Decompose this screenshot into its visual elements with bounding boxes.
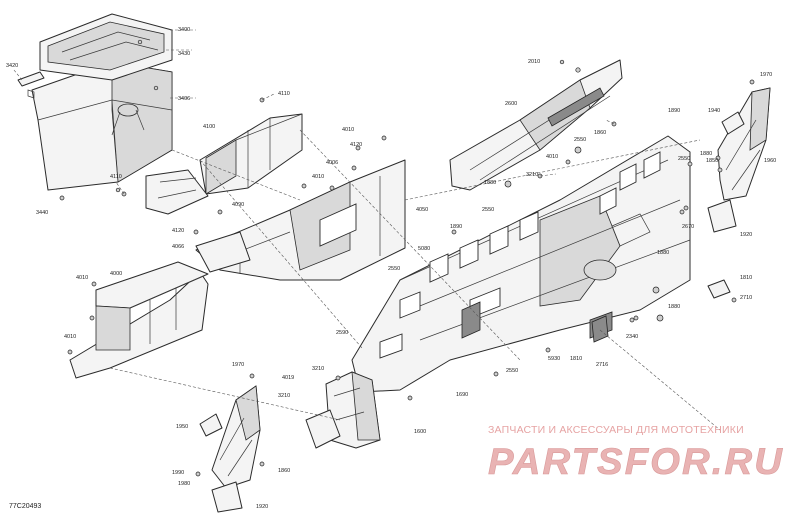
callout-1960-right: 1960 (764, 158, 776, 164)
callout-2550-c: 2550 (678, 156, 690, 162)
callout-3210-b: 3210 (312, 366, 324, 372)
callout-labels: 3400 3430 3420 3406 3440 4110 4100 4110 … (6, 27, 776, 510)
watermark-tagline: ЗАПЧАСТИ И АКСЕССУАРЫ ДЛЯ МОТОТЕХНИКИ (488, 424, 744, 436)
callout-1990: 1990 (172, 470, 184, 476)
callout-3420: 3420 (6, 63, 18, 69)
callout-1950: 1950 (176, 424, 188, 430)
callout-1920-left: 1920 (256, 504, 268, 510)
callout-2010: 2010 (528, 59, 540, 65)
callout-4019: 4019 (282, 375, 294, 381)
diagram-code: 77C20493 (9, 503, 42, 510)
callout-4006: 4006 (326, 160, 338, 166)
storage-box-assembly (17, 13, 173, 201)
partsfor-logo: PARTSFOR.RU (488, 441, 784, 482)
callout-4010-e: 4010 (546, 154, 558, 160)
lower-left-side-panel (195, 373, 265, 513)
right-side-panel (591, 79, 771, 343)
callout-1600: 1600 (414, 429, 426, 435)
callout-1890-mid: 1890 (450, 224, 462, 230)
callout-1880-b: 1880 (700, 151, 712, 157)
callout-1880-c: 1880 (657, 250, 669, 256)
callout-4090: 4090 (232, 202, 244, 208)
callout-2550-e: 2550 (506, 368, 518, 374)
callout-4010-c: 4010 (342, 127, 354, 133)
callout-1690: 1690 (456, 392, 468, 398)
partsfor-watermark: ЗАПЧАСТИ И АКСЕССУАРЫ ДЛЯ МОТОТЕХНИКИ PA… (488, 424, 788, 484)
callout-1880-a: 1880 (484, 180, 496, 186)
callout-1920-right: 1920 (740, 232, 752, 238)
callout-2716: 2716 (596, 362, 608, 368)
callout-4120-left: 4120 (172, 228, 184, 234)
callout-4010-a: 4010 (76, 275, 88, 281)
callout-4010-d: 4010 (312, 174, 324, 180)
callout-1810-right: 1810 (740, 275, 752, 281)
callout-2550-b: 2550 (482, 207, 494, 213)
upper-air-duct (121, 97, 303, 235)
callout-4066: 4066 (172, 244, 184, 250)
callout-3440: 3440 (36, 210, 48, 216)
callout-2550-a: 2550 (574, 137, 586, 143)
callout-1970-right: 1970 (760, 72, 772, 78)
upper-right-rail (449, 59, 623, 191)
middle-air-duct (195, 135, 406, 281)
watermark-logo-text: PARTSFOR.RU (488, 441, 784, 482)
callout-5080: 5080 (418, 246, 430, 252)
leader-lines (13, 29, 721, 431)
callout-1860-left: 1860 (278, 468, 290, 474)
callout-3400: 3400 (178, 27, 190, 33)
callout-1850: 1850 (706, 158, 718, 164)
callout-2710: 2710 (740, 295, 752, 301)
callout-1810-mid: 1810 (570, 356, 582, 362)
left-side-bracket (305, 371, 381, 449)
callout-3430: 3430 (178, 51, 190, 57)
callout-1940: 1940 (708, 108, 720, 114)
callout-2340: 2340 (626, 334, 638, 340)
callout-1970-left: 1970 (232, 362, 244, 368)
lower-air-duct (67, 231, 251, 379)
callout-1980: 1980 (178, 481, 190, 487)
callout-5930: 5930 (548, 356, 560, 362)
callout-4110-left: 4110 (110, 174, 122, 180)
callout-3210-c: 3210 (278, 393, 290, 399)
callout-4010-b: 4010 (64, 334, 76, 340)
callout-2590: 2590 (336, 330, 348, 336)
callout-2550-d: 2550 (388, 266, 400, 272)
callout-4120-mid: 4120 (350, 142, 362, 148)
callout-2600: 2600 (505, 101, 517, 107)
callout-3406: 3406 (178, 96, 190, 102)
callout-4100: 4100 (203, 124, 215, 130)
callout-4000: 4000 (110, 271, 122, 277)
callout-3210-a: 3210 (526, 172, 538, 178)
callout-4050: 4050 (416, 207, 428, 213)
callout-1890-top: 1890 (668, 108, 680, 114)
callout-4110-top: 4110 (278, 91, 290, 97)
callout-1880-d: 1880 (668, 304, 680, 310)
callout-2670: 2670 (682, 224, 694, 230)
callout-1860: 1860 (594, 130, 606, 136)
